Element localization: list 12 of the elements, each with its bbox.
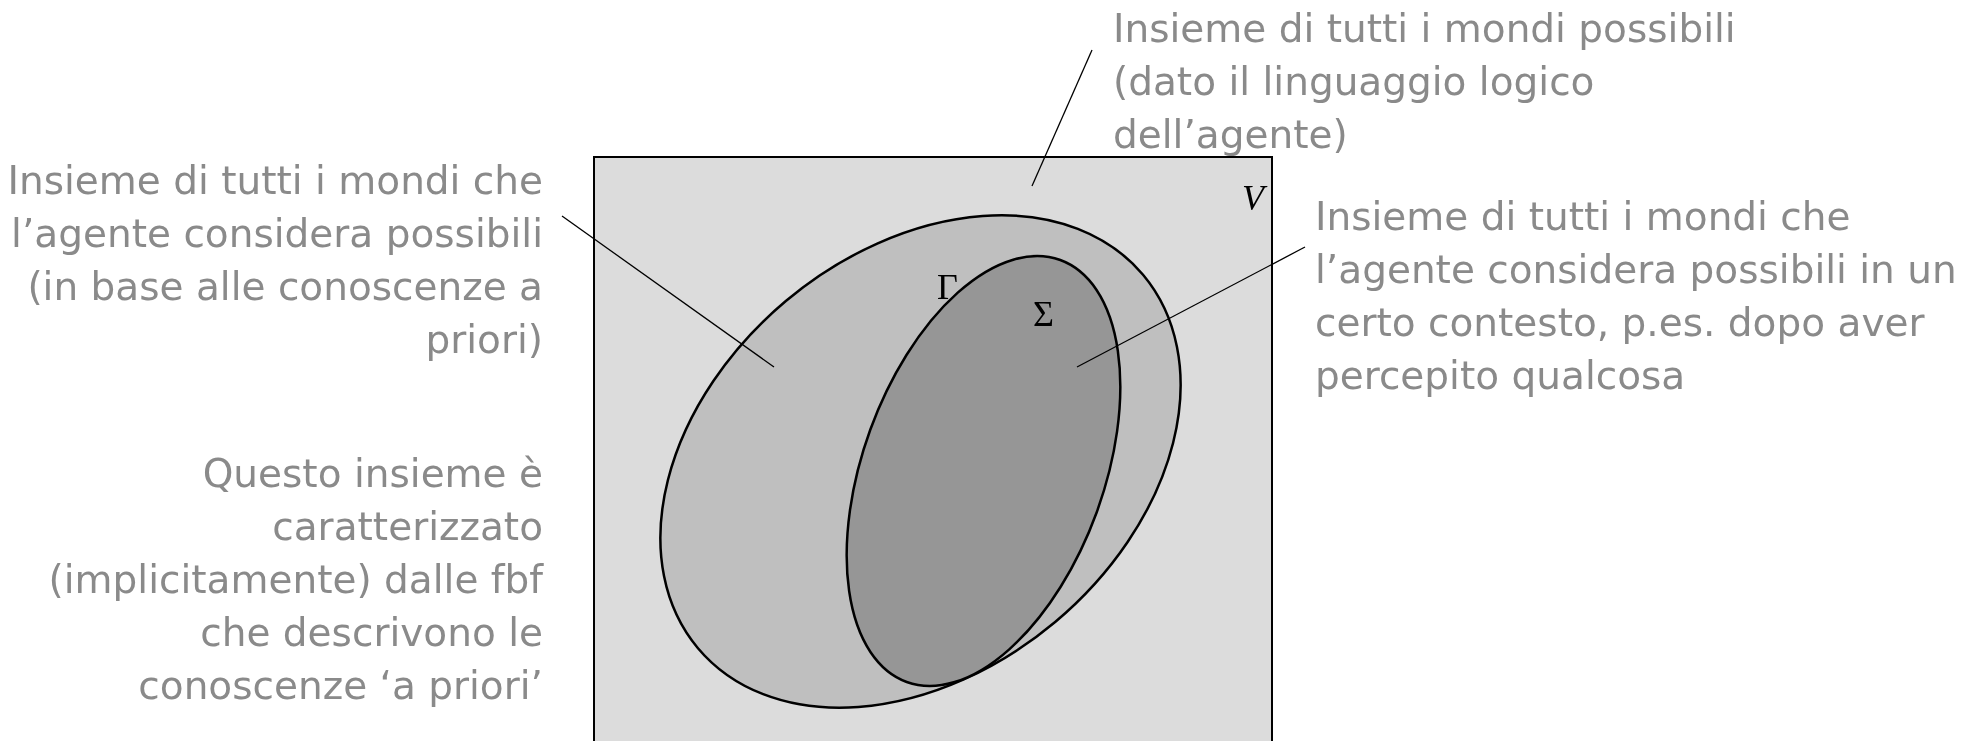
leader-line — [1076, 246, 1306, 368]
set-ellipse — [845, 254, 1122, 688]
annotation-text: Insieme di tutti i mondi possibili (dato il linguaggio logico dell’agente) — [1113, 2, 1813, 161]
set-ellipse — [659, 213, 1182, 710]
annotation-text: Insieme di tutti i mondi che l’agente considera possibili in un certo contesto, p.es. dopo aver percepito qualcosa — [1315, 190, 1973, 402]
set-symbol: Γ — [937, 269, 958, 305]
note-text: Questo insieme è caratterizzato (implicitamente) dalle fbf che descrivono le conoscenze ‘a priori’ — [47, 450, 543, 710]
leader-line — [1031, 49, 1093, 187]
set-rectangle — [593, 156, 1273, 741]
leader-line — [561, 215, 775, 368]
set-symbol: Σ — [1033, 296, 1054, 332]
annotation-text: Insieme di tutti i mondi che l’agente considera possibili (in base alle conoscenze a priori) — [0, 154, 543, 366]
